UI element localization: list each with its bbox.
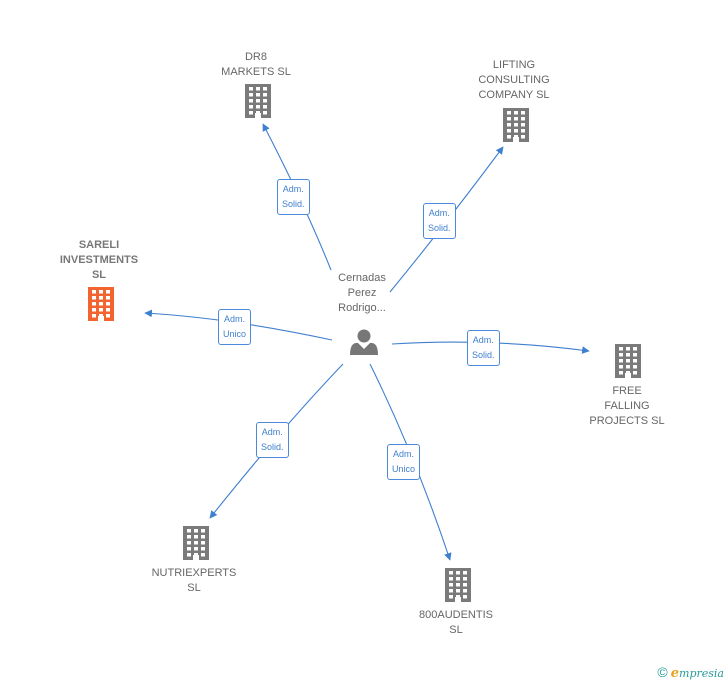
company-label-sareli[interactable]: SARELI INVESTMENTS SL	[59, 239, 139, 281]
building-icon-dr8[interactable]	[245, 84, 271, 118]
copyright-icon: ©	[657, 664, 668, 680]
person-icon[interactable]	[350, 329, 378, 356]
edge-badge-sareli[interactable]: Adm. Unico	[218, 309, 252, 345]
building-icon-free[interactable]	[615, 344, 641, 378]
edge-badge-dr8[interactable]: Adm. Solid.	[277, 179, 310, 215]
edges-layer	[144, 123, 590, 561]
edge-badge-lifting[interactable]: Adm. Solid.	[423, 203, 456, 239]
brand-logo-e: e	[670, 666, 680, 681]
edge-badge-nutri[interactable]: Adm. Solid.	[256, 422, 289, 458]
edge-badge-audentis[interactable]: Adm. Unico	[387, 444, 421, 480]
person-label[interactable]: Cernadas Perez Rodrigo...	[338, 272, 386, 314]
company-label-dr8[interactable]: DR8 MARKETS SL	[221, 51, 291, 78]
company-label-audentis[interactable]: 800AUDENTIS SL	[419, 609, 493, 636]
building-icon-sareli[interactable]	[88, 287, 114, 321]
building-icon-lifting[interactable]	[503, 108, 529, 142]
company-label-free[interactable]: FREE FALLING PROJECTS SL	[589, 385, 665, 427]
building-icon-nutri[interactable]	[183, 526, 209, 560]
building-icon-audentis[interactable]	[445, 568, 471, 602]
icons-layer	[88, 84, 641, 602]
edge-badge-free[interactable]: Adm. Solid.	[467, 330, 500, 366]
brand-watermark: © empresia	[657, 664, 724, 681]
company-label-nutri[interactable]: NUTRIEXPERTS SL	[151, 567, 237, 594]
brand-logo-text: mpresia	[679, 667, 724, 680]
company-label-lifting[interactable]: LIFTING CONSULTING COMPANY SL	[478, 59, 550, 101]
